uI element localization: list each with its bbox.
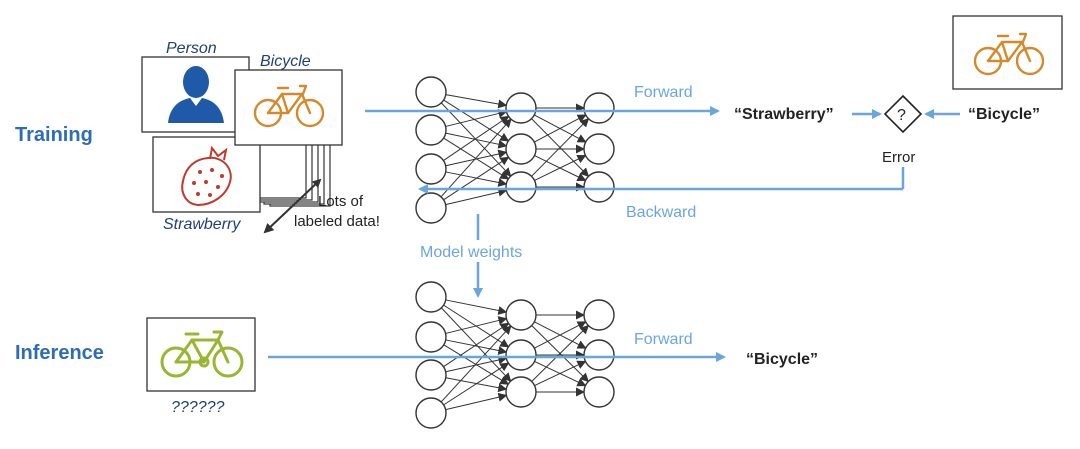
network-neuron bbox=[505, 339, 537, 371]
network-neuron bbox=[583, 92, 615, 124]
network-connection bbox=[445, 187, 508, 206]
ground-truth-label: “Bicycle” bbox=[968, 106, 1040, 123]
person-label: Person bbox=[166, 40, 217, 57]
training-forward-label: Forward bbox=[634, 84, 693, 101]
network-neuron bbox=[415, 281, 447, 313]
network-connection bbox=[445, 94, 508, 109]
network-connection bbox=[531, 324, 590, 382]
network-neuron bbox=[505, 171, 537, 203]
inference-network-nodes bbox=[415, 281, 615, 429]
network-connection bbox=[440, 325, 512, 403]
network-connection bbox=[440, 118, 512, 198]
model-weights-label: Model weights bbox=[420, 244, 522, 261]
network-neuron bbox=[415, 192, 447, 224]
network-connection bbox=[445, 109, 508, 127]
bicycle-label: Bicycle bbox=[260, 53, 311, 70]
bicycle-icon bbox=[253, 84, 325, 128]
data-note-line1: Lots of bbox=[318, 193, 364, 210]
training-network-nodes bbox=[415, 76, 615, 224]
network-connection bbox=[445, 392, 508, 411]
network-connection bbox=[443, 115, 510, 161]
network-neuron bbox=[415, 114, 447, 146]
strawberry-card bbox=[152, 136, 261, 213]
compare-symbol: ? bbox=[897, 107, 906, 124]
inference-prediction: “Bicycle” bbox=[746, 351, 818, 368]
inference-network-edges bbox=[440, 299, 590, 411]
network-connection bbox=[445, 299, 508, 315]
network-neuron bbox=[583, 339, 615, 371]
network-neuron bbox=[505, 376, 537, 408]
network-connection bbox=[445, 377, 508, 393]
network-connection bbox=[443, 156, 510, 201]
network-neuron bbox=[415, 76, 447, 108]
network-connection bbox=[534, 321, 587, 349]
network-connection bbox=[440, 307, 512, 382]
training-prediction: “Strawberry” bbox=[734, 106, 834, 123]
data-volume-arrow bbox=[263, 178, 322, 234]
network-connection bbox=[443, 322, 510, 368]
network-connection bbox=[445, 171, 508, 187]
strawberry-icon bbox=[181, 145, 232, 207]
network-connection bbox=[445, 316, 508, 334]
network-neuron bbox=[505, 133, 537, 165]
model-weights-label-bg bbox=[416, 240, 540, 262]
network-neuron bbox=[505, 92, 537, 124]
network-neuron bbox=[415, 359, 447, 391]
network-neuron bbox=[583, 299, 615, 331]
network-neuron bbox=[583, 376, 615, 408]
bicycle-icon bbox=[160, 330, 244, 378]
network-neuron bbox=[415, 153, 447, 185]
inference-input-label: ?????? bbox=[171, 399, 224, 416]
training-network-edges bbox=[440, 94, 590, 206]
person-icon bbox=[168, 66, 224, 123]
network-neuron bbox=[415, 397, 447, 429]
strawberry-label: Strawberry bbox=[163, 216, 241, 233]
inference-title: Inference bbox=[15, 342, 104, 364]
bicycle-icon bbox=[973, 32, 1045, 76]
network-neuron bbox=[583, 133, 615, 165]
bicycle-card bbox=[234, 69, 343, 146]
network-neuron bbox=[583, 171, 615, 203]
data-note-line2: labeled data! bbox=[294, 213, 380, 230]
error-label: Error bbox=[882, 149, 915, 166]
training-title: Training bbox=[15, 124, 93, 146]
network-connection bbox=[534, 360, 587, 387]
network-connection bbox=[443, 362, 510, 406]
network-connection bbox=[443, 99, 510, 142]
network-connection bbox=[534, 155, 587, 181]
network-connection bbox=[531, 117, 590, 177]
network-connection bbox=[534, 114, 587, 143]
inference-forward-label: Forward bbox=[634, 331, 693, 348]
network-neuron bbox=[415, 321, 447, 353]
ground-truth-card bbox=[952, 15, 1063, 90]
compare-diamond bbox=[883, 94, 923, 134]
training-backward-label: Backward bbox=[626, 204, 696, 221]
network-neuron bbox=[505, 299, 537, 331]
